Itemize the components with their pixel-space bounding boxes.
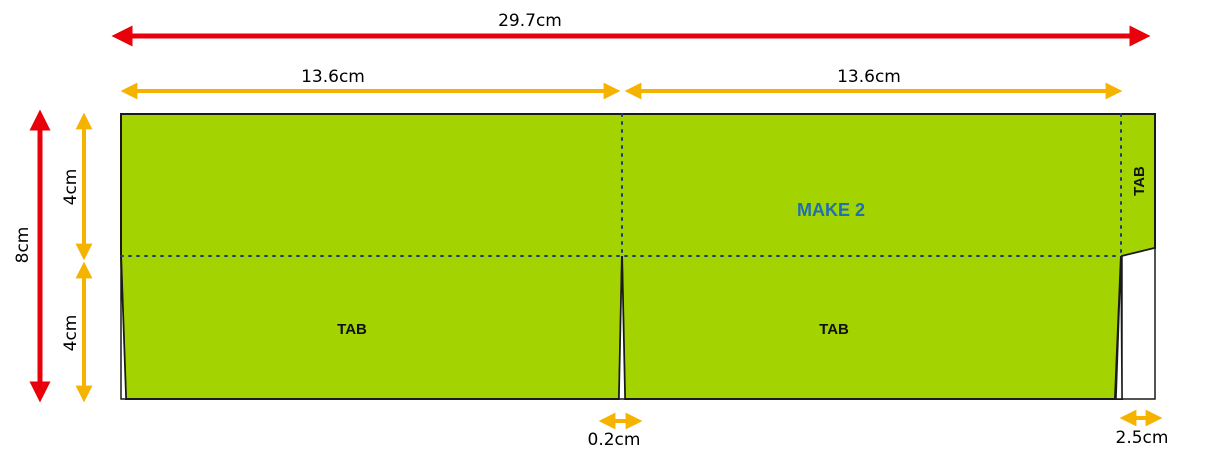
- right-gap: [1115, 255, 1123, 400]
- bottom-tab-right-label: TAB: [819, 321, 849, 338]
- total-width-label: 29.7cm: [498, 11, 562, 31]
- right-panel-width-label: 13.6cm: [837, 67, 901, 87]
- upper-height-label: 4cm: [61, 169, 81, 206]
- right-tab-cutout: [1121, 247, 1156, 400]
- bottom-tab-left-label: TAB: [337, 321, 367, 338]
- left-edge-gap: [120, 255, 127, 400]
- side-tab-label: TAB: [1131, 166, 1148, 196]
- gap-width-label: 0.2cm: [588, 430, 641, 450]
- tab-width-label: 2.5cm: [1116, 428, 1169, 448]
- lower-height-label: 4cm: [61, 315, 81, 352]
- middle-gap: [618, 255, 626, 400]
- make-count-label: MAKE 2: [797, 200, 865, 220]
- total-height-label: 8cm: [13, 227, 33, 264]
- template-panel: [120, 113, 1156, 400]
- left-panel-width-label: 13.6cm: [301, 67, 365, 87]
